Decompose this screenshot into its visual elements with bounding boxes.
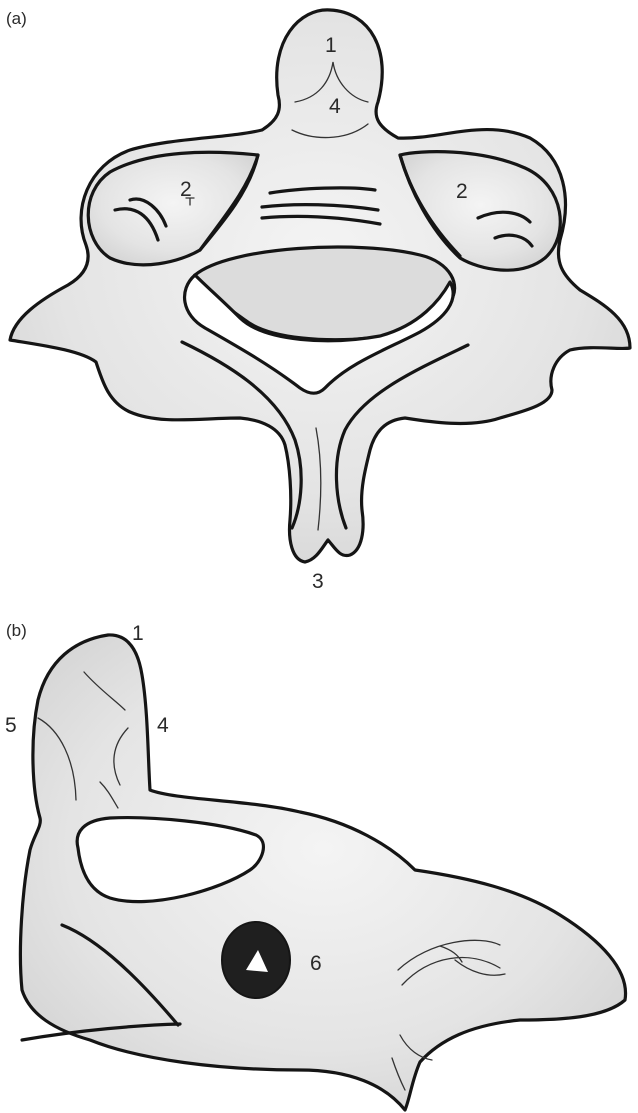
label-a-2-left: 2 — [180, 178, 192, 201]
label-a-4: 4 — [329, 95, 341, 118]
label-a-3: 3 — [312, 570, 324, 593]
label-a-2-right: 2 — [456, 180, 468, 203]
panel-b: (b) 1 5 4 6 — [5, 621, 626, 1110]
panel-a: (a) 1 4 2 2 — [6, 9, 630, 593]
label-b-1: 1 — [132, 622, 144, 645]
label-b-4: 4 — [157, 714, 169, 737]
panel-b-label: (b) — [6, 621, 27, 640]
label-a-1: 1 — [325, 34, 337, 57]
label-b-5: 5 — [5, 714, 17, 737]
label-b-6: 6 — [310, 952, 322, 975]
panel-a-label: (a) — [6, 9, 27, 28]
